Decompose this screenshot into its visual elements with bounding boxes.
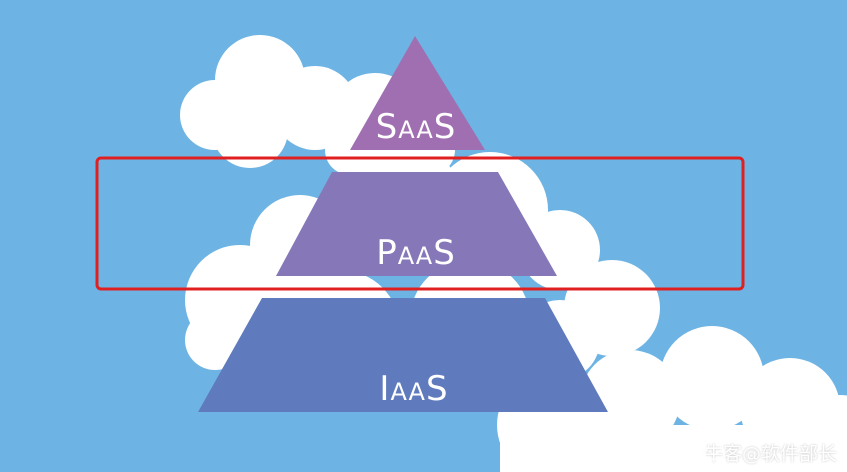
paas-tier xyxy=(276,172,557,276)
saas-label: SAAS xyxy=(376,107,457,147)
iaas-tier xyxy=(198,298,608,412)
saas-tier xyxy=(350,36,485,150)
chat-bubble-icon xyxy=(704,447,725,464)
paas-highlight-box xyxy=(95,156,745,291)
iaas-label: IAAS xyxy=(379,369,448,409)
watermark: 牛客@软件部长 xyxy=(704,445,837,464)
paas-label: PAAS xyxy=(376,233,456,273)
watermark-text: 牛客@软件部长 xyxy=(703,443,837,465)
